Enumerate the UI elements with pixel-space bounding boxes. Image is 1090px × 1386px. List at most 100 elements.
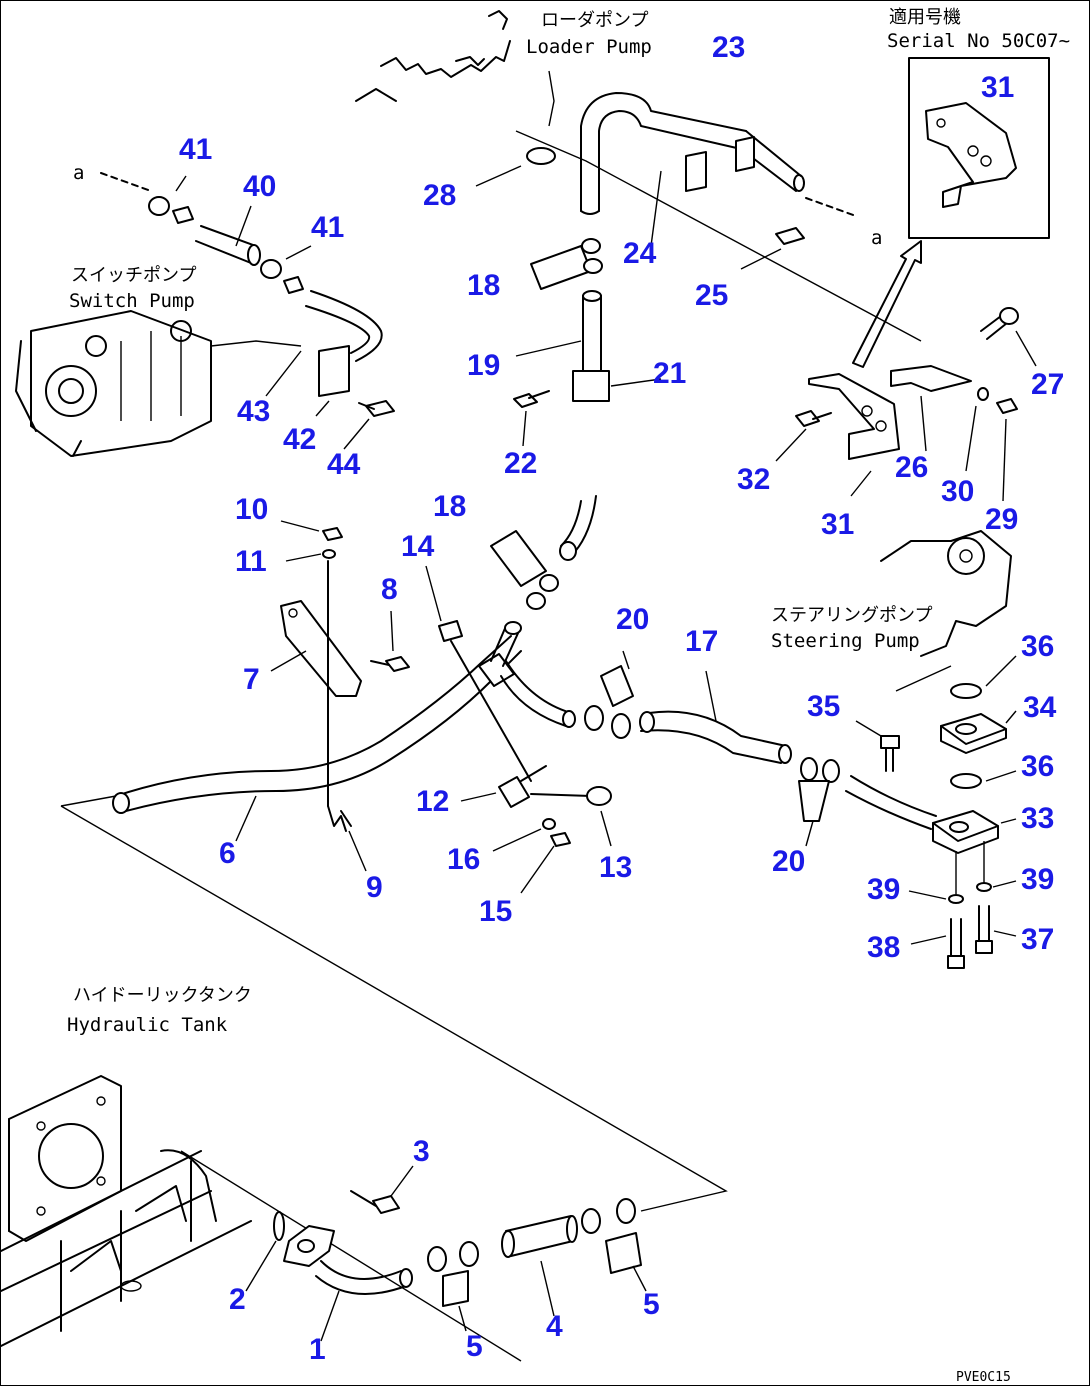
drawing-code: PVE0C15 [956, 1370, 1011, 1385]
part-16-washer [492, 818, 556, 852]
callout-42: 42 [283, 423, 316, 456]
callout-39-right: 39 [1021, 863, 1054, 896]
part-36-oring-lower [950, 770, 1017, 789]
part-18-clamp-upper [530, 238, 603, 290]
part-19-hose [515, 290, 602, 392]
callout-23: 23 [712, 31, 745, 64]
hydraulic-tank-label-en: Hydraulic Tank [67, 1014, 228, 1036]
part-31-bracket [808, 373, 900, 497]
part-10-nut [280, 520, 343, 541]
callout-9: 9 [366, 871, 383, 904]
serial-label-en: Serial No 50C07~ [887, 30, 1070, 52]
callout-44: 44 [327, 448, 361, 481]
part-11-washer [285, 549, 336, 562]
callout-38: 38 [867, 931, 900, 964]
callout-2: 2 [229, 1283, 246, 1316]
ref-a-arrow-left [100, 172, 152, 192]
callout-8: 8 [381, 573, 398, 606]
loader-pump-label-jp: ローダポンプ [541, 10, 648, 31]
ref-a-arrow-right [805, 197, 857, 217]
inset-arrow [852, 240, 922, 368]
part-36-oring-upper [950, 655, 1017, 699]
switch-pump-label-jp: スイッチポンプ [71, 265, 196, 286]
callout-30: 30 [941, 475, 974, 508]
part-32-bolt [775, 410, 832, 462]
callout-35: 35 [807, 690, 840, 723]
loader-pump-outline [355, 10, 555, 127]
part-33-flange-pipe [845, 775, 1017, 854]
part-30-washer [965, 387, 989, 472]
serial-inset-box [908, 57, 1050, 239]
callout-20-lower: 20 [772, 845, 805, 878]
part-9-rod [327, 560, 367, 872]
callout-24: 24 [623, 237, 657, 270]
steering-pump-label-en: Steering Pump [771, 630, 920, 652]
callout-20-upper: 20 [616, 603, 649, 636]
callout-11: 11 [235, 545, 267, 578]
callout-37: 37 [1021, 923, 1054, 956]
part-28-clamp [475, 147, 556, 187]
callout-36-lower: 36 [1021, 750, 1054, 783]
part-5-clamp-right [581, 1198, 647, 1292]
part-27-bolt [980, 307, 1037, 367]
callout-31: 31 [821, 508, 854, 541]
ref-a-right: a [871, 227, 882, 249]
callout-13: 13 [599, 851, 632, 884]
part-35-bolt [855, 720, 900, 772]
callout-26: 26 [895, 451, 928, 484]
part-40-tube [195, 205, 261, 266]
hydraulic-tank-label-jp: ハイドーリックタンク [73, 985, 252, 1006]
part-44-bolt [343, 400, 395, 450]
part-34-flange [940, 710, 1017, 754]
ref-line-top [515, 130, 922, 342]
callout-34: 34 [1023, 691, 1057, 724]
part-12-clamp [460, 765, 547, 808]
part-22-bolt [513, 390, 550, 447]
part-20-clamp-lower [798, 757, 840, 847]
part-26-bracket [890, 365, 972, 452]
callout-10: 10 [235, 493, 268, 526]
callout-1: 1 [309, 1333, 326, 1366]
callout-21: 21 [653, 357, 686, 390]
callout-39-left: 39 [867, 873, 900, 906]
part-41-clamp-left [148, 175, 194, 224]
callout-33: 33 [1021, 802, 1054, 835]
steering-pump-label-jp: ステアリングポンプ [771, 605, 932, 626]
part-20-clamp-upper [584, 650, 634, 739]
callout-31-inset: 31 [981, 71, 1014, 104]
part-37-38-bolts [910, 905, 1017, 969]
pipe-23 [580, 92, 805, 215]
callout-41-right: 41 [311, 211, 344, 244]
part-29-nut [996, 398, 1018, 502]
ref-a-left: a [73, 162, 84, 184]
loader-pump-label-en: Loader Pump [526, 36, 652, 58]
callout-17: 17 [685, 625, 718, 658]
callout-7: 7 [243, 663, 260, 696]
part-13-bolt [530, 786, 612, 847]
callout-36-upper: 36 [1021, 630, 1054, 663]
callout-25: 25 [695, 279, 728, 312]
part-4-hose [501, 1215, 578, 1317]
part-18-clamp-lower [490, 495, 597, 610]
callout-32: 32 [737, 463, 770, 496]
part-2-gasket [245, 1211, 285, 1292]
serial-label-jp: 適用号機 [889, 7, 961, 28]
callout-28: 28 [423, 179, 456, 212]
part-39-washers [908, 841, 1017, 904]
callout-19: 19 [467, 349, 500, 382]
part-7-bracket [270, 600, 362, 697]
part-8-bolt [370, 610, 410, 672]
part-41-clamp-right [260, 245, 312, 294]
callout-29: 29 [985, 503, 1018, 536]
callout-12: 12 [416, 785, 449, 818]
part-5-clamp-left [427, 1241, 479, 1332]
part-1-elbow [283, 1225, 413, 1342]
part-42-clamp [315, 345, 350, 417]
part-17-hose [639, 670, 792, 764]
callout-5-right: 5 [643, 1288, 660, 1321]
ref-line-left [60, 795, 117, 807]
callout-18-lower: 18 [433, 490, 466, 523]
part-43-hose [265, 290, 383, 397]
